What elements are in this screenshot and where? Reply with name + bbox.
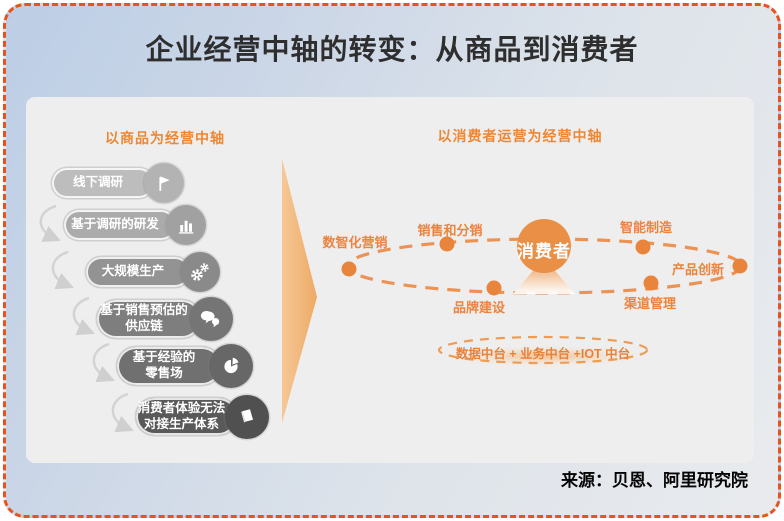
pie-chart-icon — [209, 344, 253, 388]
middle-platform-label: 数据中台 + 业务中台 +IOT 中台 — [455, 347, 631, 361]
step-pill-offline-research: 线下调研 — [52, 163, 184, 203]
step-pill-consumer-gap: 消费者体验无法 对接生产体系 — [136, 394, 269, 439]
step-pill-forecast-supply-chain: 基于销售预估的 供应链 — [97, 297, 233, 341]
step-label: 基于销售预估的 供应链 — [100, 303, 188, 333]
step-label: 基于调研的研发 — [71, 217, 159, 232]
step-label: 消费者体验无法 对接生产体系 — [137, 400, 226, 431]
orbit-label-product-innovation: 产品创新 — [671, 262, 724, 277]
step-label: 线下调研 — [72, 175, 123, 190]
flag-icon — [144, 163, 184, 203]
book-icon — [225, 394, 269, 439]
orbit-label-brand-building: 品牌建设 — [452, 300, 505, 315]
orbit-label-digital-marketing: 数智化营销 — [322, 235, 388, 250]
source-caption: 来源：贝恩、阿里研究院 — [561, 471, 748, 490]
orbit-label-channel-management: 渠道管理 — [623, 296, 676, 311]
step-pill-mass-production: 大规模生产 — [86, 252, 220, 292]
orbit-label-sales-distribution: 销售和分销 — [417, 223, 483, 238]
step-pill-experience-retail: 基于经验的 零售场 — [117, 344, 253, 388]
chat-bubbles-icon — [189, 297, 233, 341]
right-column-header: 以消费者运营为经营中轴 — [437, 128, 603, 144]
step-pill-research-rd: 基于调研的研发 — [64, 205, 206, 245]
gears-icon — [180, 252, 220, 292]
page-title: 企业经营中轴的转变：从商品到消费者 — [145, 34, 639, 65]
consumer-center-label: 消费者 — [517, 242, 571, 261]
orbit-label-smart-manufacturing: 智能制造 — [619, 220, 672, 235]
left-column-header: 以商品为经营中轴 — [105, 130, 225, 146]
step-label: 基于经验的 零售场 — [132, 350, 196, 380]
bar-chart-icon — [166, 205, 206, 245]
step-label: 大规模生产 — [101, 264, 165, 279]
